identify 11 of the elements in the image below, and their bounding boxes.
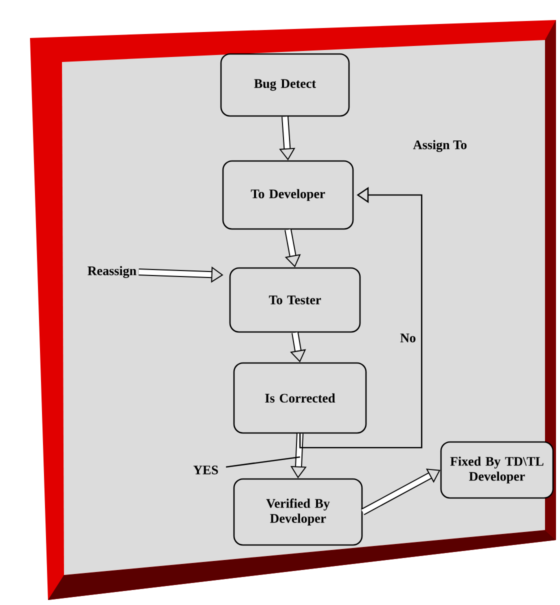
- side-label: Reassign: [88, 266, 136, 278]
- process-box: Bug Detect: [220, 53, 350, 117]
- process-box: To Developer: [222, 160, 354, 230]
- flow-label: Assign To: [413, 140, 467, 152]
- callout-box: Fixed By TD\TL Developer: [440, 441, 554, 499]
- edge-label: No: [399, 332, 417, 344]
- process-box: Verified By Developer: [233, 478, 363, 546]
- branch-label: YES: [193, 456, 300, 474]
- arrow: [361, 468, 440, 516]
- process-box: To Tester: [229, 267, 361, 333]
- decision-box: Is Corrected: [233, 362, 367, 434]
